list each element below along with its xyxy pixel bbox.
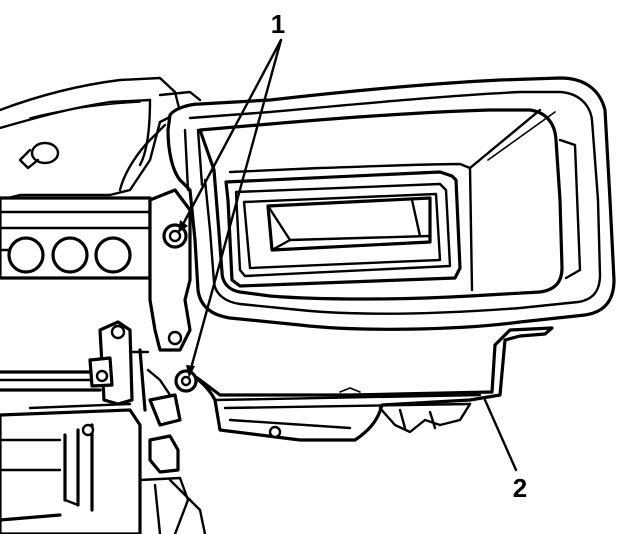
callout-1: 1 [271,9,285,39]
duct-block [0,196,152,280]
post-bolt-icon [110,324,126,340]
hvac-module-housing [166,76,616,331]
lower-case-plate [186,326,554,442]
duct-port-2 [51,236,89,274]
instrument-panel-carrier [0,76,202,202]
mounting-bracket [148,188,192,352]
leader-1-upper [179,38,283,230]
callout-2: 2 [513,473,527,503]
bracket-hole-icon [167,330,183,346]
leader-2 [483,398,518,472]
leader-1-lower [188,38,283,374]
lower-left-hardware [0,320,207,534]
fastener-lower [174,369,198,393]
duct-port-1 [7,236,45,274]
plate-screw-icon [268,425,282,439]
duct-port-3 [94,236,132,274]
block-bolt-icon [81,423,95,437]
vent-opening [266,196,432,252]
leader-lines [178,38,518,472]
